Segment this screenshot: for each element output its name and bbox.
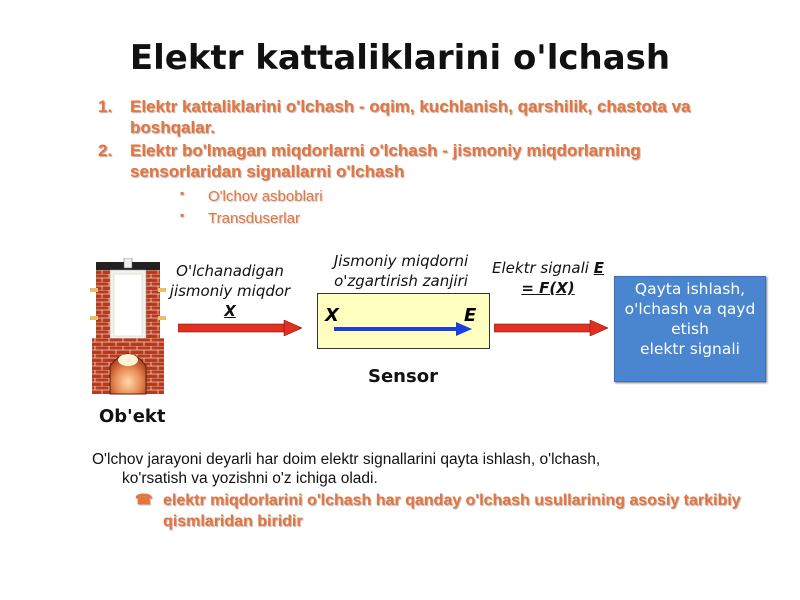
- highlight-bullet-text: elektr miqdorlarini o'lchash har qanday …: [163, 492, 741, 530]
- page-title: Elektr kattaliklarini o'lchash: [129, 38, 671, 78]
- processing-text-line3: etish: [671, 320, 709, 338]
- measured-label-line1: O'lchanadigan: [176, 262, 284, 280]
- measured-label-line2: jismoniy miqdor: [169, 282, 291, 300]
- measured-symbol: X: [224, 302, 236, 320]
- signal-symbol: E: [593, 259, 604, 277]
- paragraph-line1: O'lchov jarayoni deyarli har doim elektr…: [92, 451, 601, 468]
- list-item-text: Elektr bo'lmagan miqdorlarni o'lchash - …: [130, 141, 641, 181]
- sensor-input-symbol: X: [325, 305, 339, 326]
- sensor-label: Sensor: [368, 366, 438, 387]
- measured-quantity-label: O'lchanadigan jismoniy miqdor X: [158, 261, 302, 321]
- signal-label: Elektr signali E = F(X): [484, 258, 612, 298]
- signal-label-text: Elektr signali: [492, 259, 589, 277]
- object-label: Ob'ekt: [99, 406, 166, 427]
- sub-list-item: ▪ Transduserlar: [178, 208, 323, 230]
- sub-list-item-text: Transduserlar: [208, 210, 300, 227]
- sensor-box: [317, 293, 490, 349]
- converter-label-line2: o'zgartirish zanjiri: [334, 272, 468, 290]
- converter-label-line1: Jismoniy miqdorni: [333, 252, 469, 270]
- conversion-arrow: [334, 322, 472, 336]
- input-arrow: [178, 320, 302, 336]
- bullet-icon: ▪: [180, 208, 185, 222]
- bullet-icon: ▪: [180, 186, 185, 200]
- paragraph-line2: ko'rsatish va yozishni o'z ichiga oladi.: [122, 470, 378, 487]
- furnace-object-illustration: [90, 258, 166, 395]
- sub-list-item: ▪ O'lchov asboblari: [178, 186, 323, 208]
- sub-list: ▪ O'lchov asboblari ▪ Transduserlar: [178, 186, 323, 230]
- list-item: 1. Elektr kattaliklarini o'lchash - oqim…: [98, 96, 748, 138]
- list-number: 2.: [98, 141, 113, 160]
- numbered-list: 1. Elektr kattaliklarini o'lchash - oqim…: [98, 96, 748, 184]
- list-item: 2. Elektr bo'lmagan miqdorlarni o'lchash…: [98, 140, 748, 182]
- description-paragraph: O'lchov jarayoni deyarli har doim elektr…: [92, 450, 732, 488]
- sub-list-item-text: O'lchov asboblari: [208, 188, 323, 205]
- converter-label: Jismoniy miqdorni o'zgartirish zanjiri: [306, 251, 496, 291]
- phone-icon: ☎: [135, 491, 153, 507]
- signal-formula: = F(X): [521, 279, 575, 297]
- highlight-bullet: ☎ elektr miqdorlarini o'lchash har qanda…: [135, 490, 783, 532]
- processing-text-line4: elektr signali: [640, 340, 740, 358]
- processing-box: Qayta ishlash, o'lchash va qayd etish el…: [614, 276, 766, 382]
- processing-text-line1: Qayta ishlash,: [634, 280, 746, 298]
- output-arrow: [494, 320, 608, 336]
- sensor-output-symbol: E: [464, 305, 477, 326]
- processing-text-line2: o'lchash va qayd: [624, 300, 756, 318]
- list-item-text: Elektr kattaliklarini o'lchash - oqim, k…: [130, 97, 691, 137]
- list-number: 1.: [98, 97, 113, 116]
